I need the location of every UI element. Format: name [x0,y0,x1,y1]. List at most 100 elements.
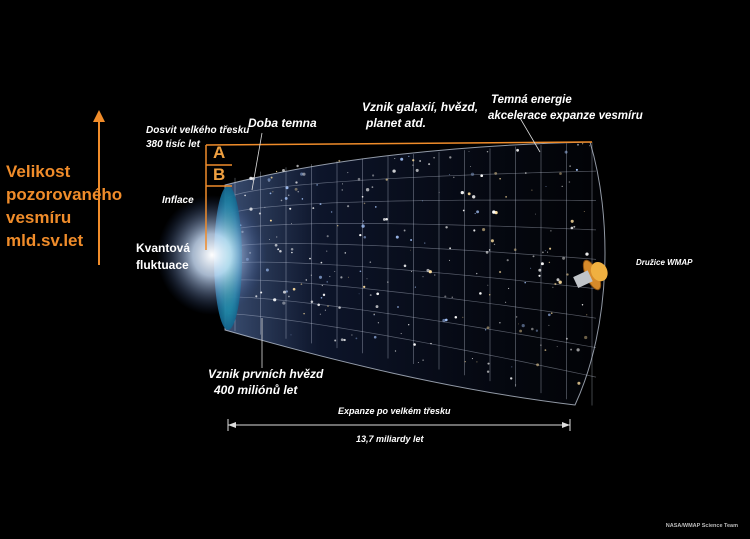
star-dot [468,151,470,153]
star-dot [282,168,285,172]
star-dot [573,225,576,228]
star-dot [408,324,410,326]
dark-ages-label: Doba temna [248,116,317,130]
star-dot [292,287,296,291]
star-dot [400,333,402,335]
star-dot [460,190,464,195]
bracket-top [205,141,593,146]
star-dot [403,264,407,268]
star-dot [531,189,533,191]
wmap-satellite-icon [573,259,608,291]
star-dot [341,183,344,185]
star-dot [268,180,270,183]
star-dot [473,229,476,232]
star-dot [359,233,362,237]
star-dot [577,381,581,385]
star-dot [538,274,541,277]
star-dot [303,312,305,315]
star-dot [547,251,549,253]
star-dot [273,298,277,302]
star-dot [565,337,568,340]
star-dot [269,192,272,195]
star-dot [535,329,539,332]
star-dot [472,195,476,199]
timeline-right-arrow [562,422,570,428]
star-dot [267,178,271,182]
star-dot [476,361,478,363]
star-dot [310,300,314,304]
star-dot [414,286,416,288]
star-dot [424,242,426,244]
star-dot [394,158,396,159]
star-dot [451,296,453,298]
star-dot [387,281,389,283]
star-dot [382,217,386,221]
star-dot [486,150,489,153]
star-dot [470,166,472,168]
size-axis-line-2: pozorovaného [6,185,123,204]
star-dot [317,303,321,307]
star-dot [375,305,379,309]
star-dot [538,268,542,272]
star-dot [344,252,347,254]
star-dot [300,283,303,285]
star-dot [482,228,486,232]
grid-line-horizontal [227,243,597,260]
star-dot [340,338,344,342]
marker-a: A [213,143,226,162]
star-dot [531,327,534,331]
star-dot [347,205,350,208]
star-dot [347,172,349,174]
star-dot [428,163,431,166]
star-dot [549,247,552,250]
star-dot [487,362,490,365]
grid-line-horizontal [227,223,597,232]
star-dot [511,366,513,368]
star-dot [385,217,388,221]
star-dot [290,334,292,336]
grid-line-horizontal [227,170,597,199]
star-dot [412,164,414,166]
star-dot [534,213,536,215]
star-dot [487,284,489,286]
star-dot [410,238,413,242]
star-dot [276,236,278,238]
star-dot [484,329,487,331]
star-dot [413,343,416,346]
star-dot [444,295,447,298]
star-dot [334,271,336,272]
star-dot [269,239,271,240]
star-dot [410,249,411,251]
star-dot [445,226,448,229]
star-dot [434,274,436,276]
star-dot [584,335,588,340]
star-dot [467,192,471,196]
star-dot [282,301,286,305]
star-dot [321,284,323,287]
galaxies-label: Vznik galaxií, hvězd, planet atd. [362,100,479,130]
star-dot [561,185,563,188]
star-dot [575,168,578,171]
star-dot [521,324,525,328]
star-dot [310,274,312,276]
star-dot [264,206,266,208]
star-dot [490,239,494,243]
star-dot [244,194,246,197]
star-dot [585,252,589,256]
star-dot [471,358,473,360]
star-dot [428,270,432,274]
star-dot [300,172,304,176]
star-dot [357,177,361,181]
star-dot [269,219,272,222]
star-dot [448,259,451,261]
star-dot [544,250,546,252]
marker-b: B [213,165,226,184]
star-dot [296,164,299,168]
star-dot [422,359,424,361]
star-dot [343,338,346,342]
star-dot [417,361,419,363]
star-dot [326,235,329,238]
star-dot [385,178,388,181]
afterglow-label: Dosvit velkého třesku 380 tisíc let [146,125,250,150]
star-dot [365,188,370,192]
